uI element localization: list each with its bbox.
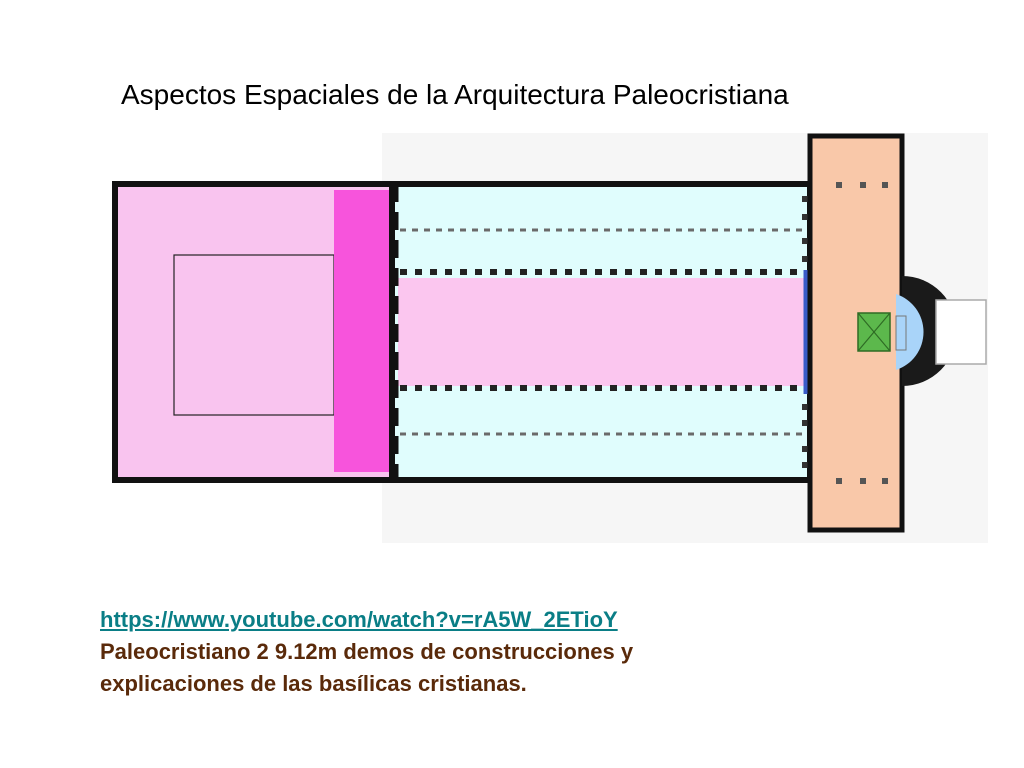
slide-title: Aspectos Espaciales de la Arquitectura P…: [121, 79, 789, 110]
transept-columns: [836, 182, 888, 484]
youtube-link[interactable]: https://www.youtube.com/watch?v=rA5W_2ET…: [100, 607, 618, 632]
nave: [398, 278, 810, 386]
caption: https://www.youtube.com/watch?v=rA5W_2ET…: [100, 604, 960, 700]
apse-interior: [896, 294, 924, 370]
altar: [857, 312, 891, 352]
narthex: [334, 190, 389, 472]
apse-annex: [935, 299, 987, 365]
transept-edge-columns: [802, 196, 808, 468]
description-line-1: Paleocristiano 2 9.12m demos de construc…: [100, 639, 634, 664]
chancel-strip: [895, 315, 907, 351]
description-line-2: explicaciones de las basílicas cristiana…: [100, 671, 527, 696]
